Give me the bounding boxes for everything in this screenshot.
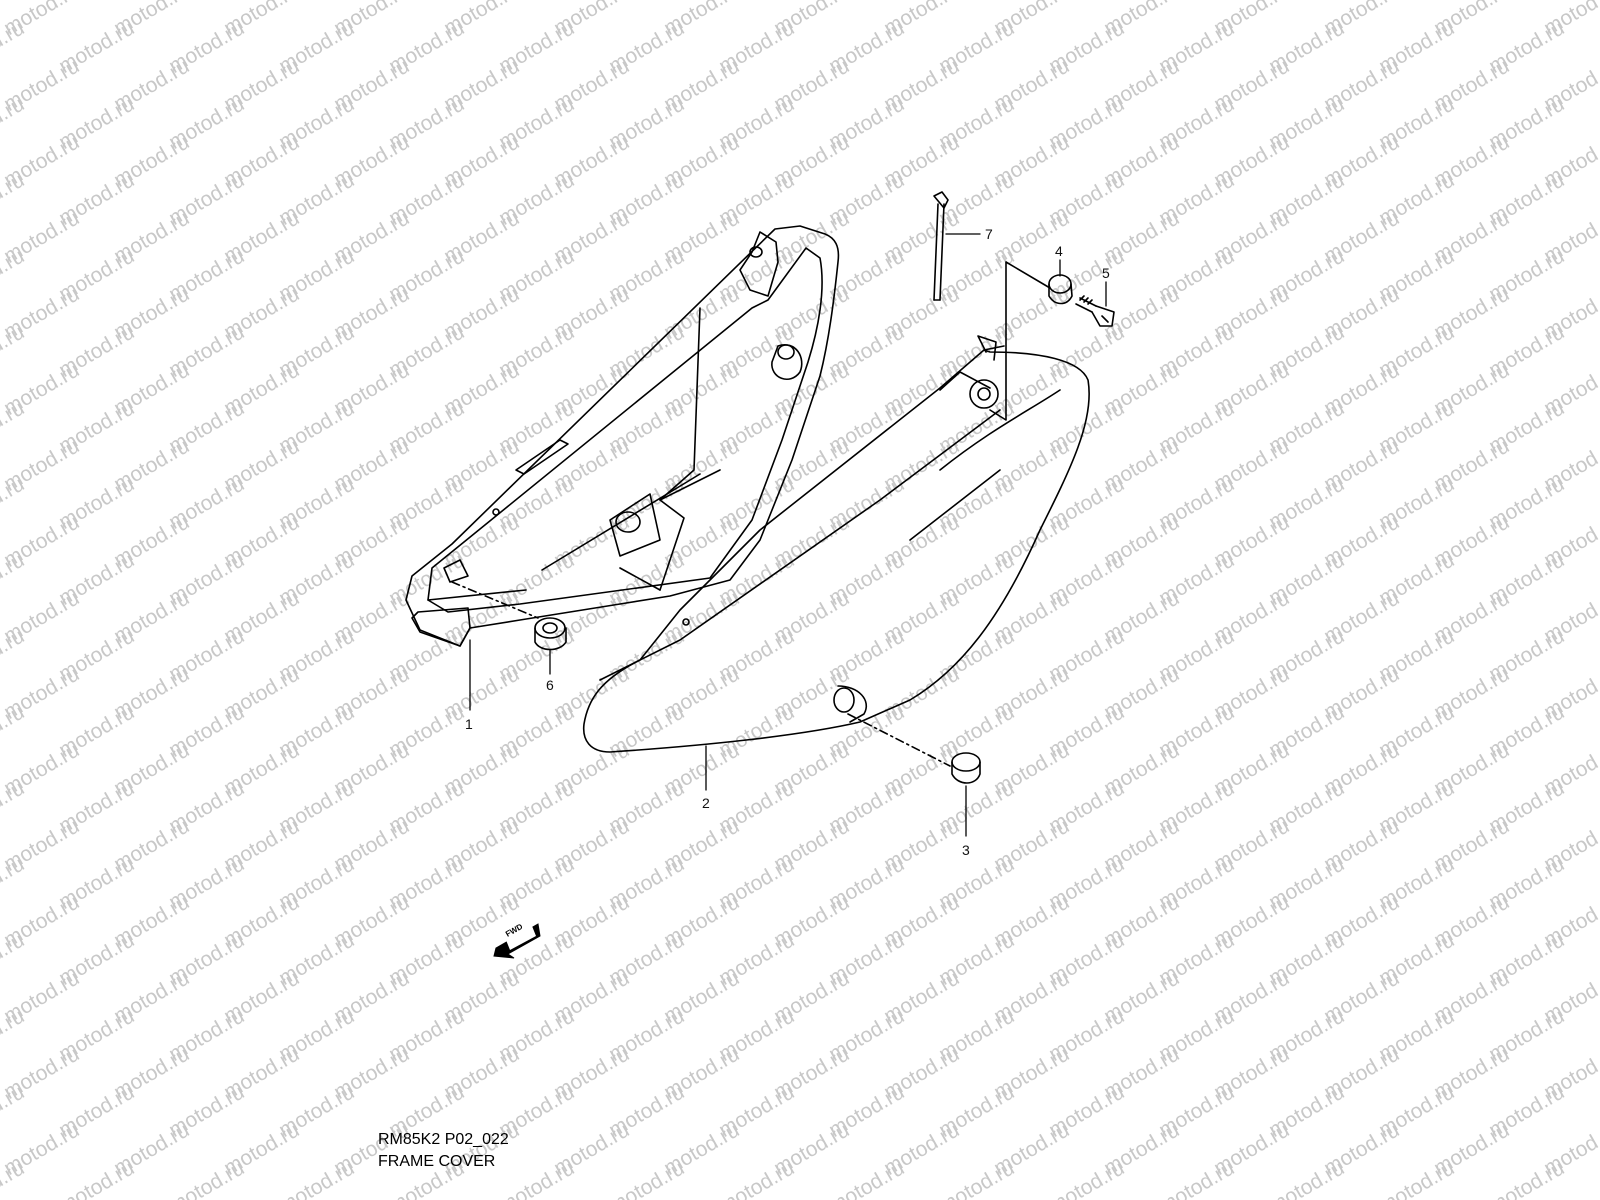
washer-part-4 xyxy=(1048,274,1073,305)
leader-lines xyxy=(469,233,1107,837)
callout-part-5: 5 xyxy=(1102,265,1110,281)
callout-part-4: 4 xyxy=(1055,243,1063,259)
grommet-part-6 xyxy=(534,617,567,651)
callout-part-2: 2 xyxy=(702,795,710,811)
mounting-reference-line xyxy=(989,261,1051,421)
diagram-title: FRAME COVER xyxy=(378,1153,496,1170)
callout-part-1: 1 xyxy=(465,716,473,732)
cable-tie-part-7 xyxy=(933,191,949,301)
bolt-part-5 xyxy=(1075,295,1115,327)
frame-cover-left xyxy=(405,225,840,647)
diagram-code: RM85K2 P02_022 xyxy=(378,1131,509,1148)
side-cover-right xyxy=(582,335,1090,767)
callout-part-6: 6 xyxy=(546,677,554,693)
forward-arrow-icon xyxy=(493,923,541,959)
callout-part-7: 7 xyxy=(985,226,993,242)
callout-part-3: 3 xyxy=(962,842,970,858)
bushing-part-3 xyxy=(951,752,981,784)
